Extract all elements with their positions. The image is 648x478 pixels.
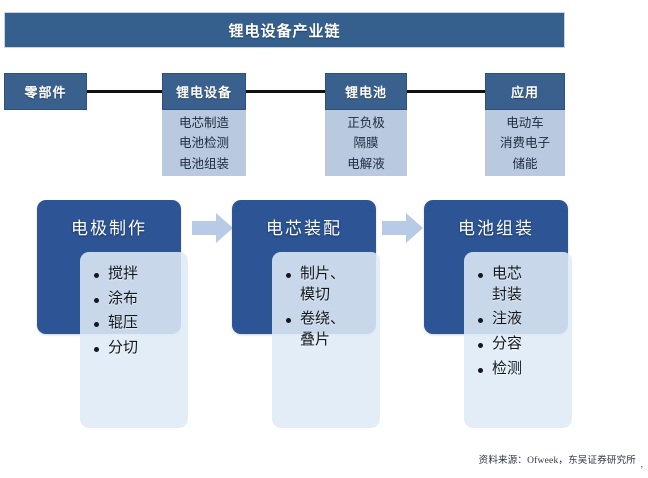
chain-node-item: 储能: [512, 156, 538, 171]
process-item: 制片、 模切: [286, 264, 374, 305]
process-item: 辊压: [94, 313, 182, 334]
arrow-right-icon: [192, 212, 234, 249]
process-item: 分切: [94, 338, 182, 359]
chain-node-item: 消费电子: [499, 136, 550, 151]
process-item: 涂布: [94, 289, 182, 310]
chain-node-header: 零部件: [4, 73, 87, 110]
chain-connector-3: [406, 90, 486, 93]
process-item: 注液: [478, 309, 566, 330]
source-note: 资料来源：Ofweek，东吴证券研究所: [478, 456, 636, 466]
chain-node-application[interactable]: 应用 电动车 消费电子 储能: [485, 73, 565, 176]
chain-node-item: 电池检测: [178, 136, 229, 151]
process-item: 电芯 封装: [478, 264, 566, 305]
process-item: 卷绕、 叠片: [286, 309, 374, 350]
chain-node-header: 锂电设备: [162, 73, 246, 110]
process-item-list: 电芯 封装 注液 分容 检测: [474, 264, 566, 383]
chain-node-items: 电动车 消费电子 储能: [485, 110, 565, 176]
process-item-list: 制片、 模切 卷绕、 叠片: [282, 264, 374, 355]
source-trailing-mark: ,: [640, 459, 643, 469]
chain-connector-1: [86, 90, 164, 93]
process-stage-cell-assembly-panel: 制片、 模切 卷绕、 叠片: [272, 252, 380, 428]
process-stage-title: 电池组装: [458, 219, 534, 238]
chain-node-item: 电动车: [506, 116, 544, 130]
slide-title-banner: 锂电设备产业链: [4, 12, 565, 48]
process-stage-electrode-panel: 搅拌 涂布 辊压 分切: [80, 252, 188, 428]
chain-node-header: 锂电池: [325, 73, 407, 110]
chain-node-items: 电芯制造 电池检测 电池组装: [162, 110, 246, 176]
arrow-right-icon: [382, 212, 424, 249]
process-stage-title: 电芯装配: [266, 219, 342, 238]
process-item: 分容: [478, 334, 566, 355]
page-title: 锂电设备产业链: [228, 23, 341, 40]
chain-node-parts[interactable]: 零部件: [4, 73, 87, 110]
process-item: 搅拌: [94, 264, 182, 285]
chain-node-items: 正负极 隔膜 电解液: [325, 110, 407, 176]
chain-node-header: 应用: [485, 73, 565, 110]
chain-connector-2: [245, 90, 326, 93]
chain-node-item: 电池组装: [178, 156, 229, 171]
chain-node-item: 电解液: [347, 156, 385, 171]
chain-node-equipment[interactable]: 锂电设备 电芯制造 电池检测 电池组装: [162, 73, 246, 176]
process-item-list: 搅拌 涂布 辊压 分切: [90, 264, 182, 363]
chain-node-battery[interactable]: 锂电池 正负极 隔膜 电解液: [325, 73, 407, 176]
process-stage-pack-assembly-panel: 电芯 封装 注液 分容 检测: [464, 252, 572, 428]
chain-node-item: 隔膜: [353, 136, 379, 151]
process-item: 检测: [478, 359, 566, 380]
chain-node-item: 正负极: [347, 116, 385, 130]
chain-node-item: 电芯制造: [178, 116, 229, 130]
process-stage-title: 电极制作: [71, 219, 147, 238]
